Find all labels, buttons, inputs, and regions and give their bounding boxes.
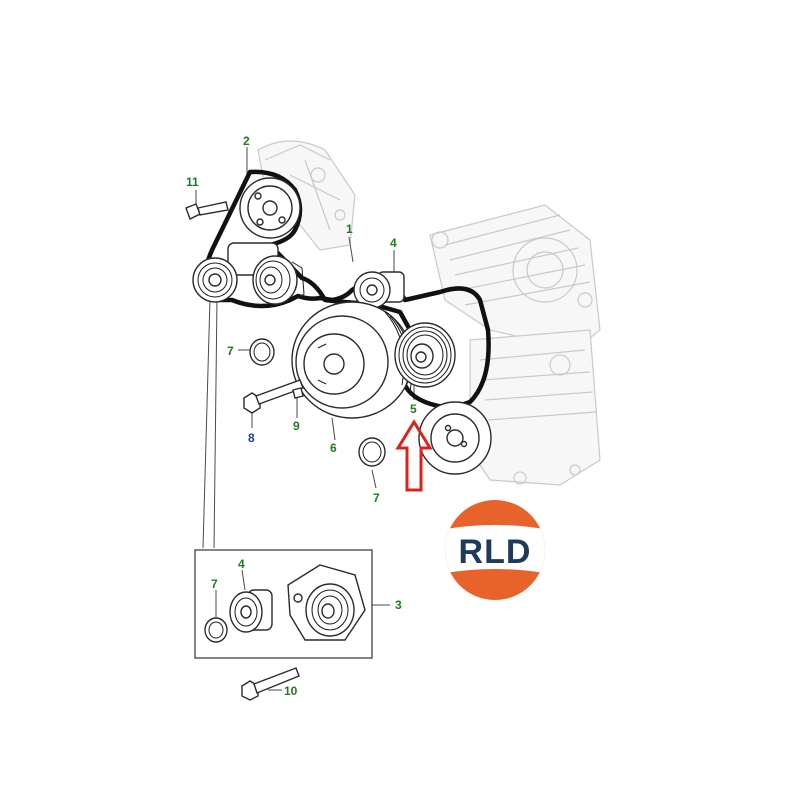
bolt-11 <box>185 201 229 220</box>
engine-background-sketch <box>257 140 601 486</box>
callout-6: 6 <box>330 441 337 455</box>
tensioner-detail-box <box>194 549 373 659</box>
idler-pulley-4-main <box>353 271 405 309</box>
callout-5: 5 <box>410 402 417 416</box>
tensioner-main <box>192 242 305 305</box>
bolt-10 <box>241 667 300 701</box>
callout-4-main: 4 <box>390 236 397 250</box>
callout-7-lower: 7 <box>373 491 380 505</box>
callout-11: 11 <box>186 175 199 189</box>
callout-4-detail: 4 <box>238 557 245 571</box>
callout-7-upper: 7 <box>227 344 234 358</box>
callout-8: 8 <box>248 431 255 445</box>
callout-10: 10 <box>284 684 298 698</box>
callout-3: 3 <box>395 598 402 612</box>
callout-2: 2 <box>243 134 250 148</box>
key-9 <box>292 387 304 399</box>
up-arrow-icon <box>395 419 433 492</box>
callout-7-detail: 7 <box>211 577 218 591</box>
dust-cap-7-lower <box>358 437 386 467</box>
logo-text: RLD <box>459 533 532 571</box>
crank-pulley-6 <box>291 301 413 419</box>
bolt-8 <box>243 379 304 414</box>
callout-1: 1 <box>346 222 353 236</box>
pulley-2 <box>239 177 301 239</box>
idler-pulley-5 <box>394 322 456 388</box>
drive-belt <box>202 169 491 411</box>
rld-logo: RLD <box>445 500 545 600</box>
dust-cap-7-upper <box>249 338 275 366</box>
callout-9: 9 <box>293 419 300 433</box>
compressor-pulley <box>418 401 492 475</box>
callout-labels: 1 2 3 4 4 5 6 7 7 7 8 9 10 11 <box>186 134 417 698</box>
